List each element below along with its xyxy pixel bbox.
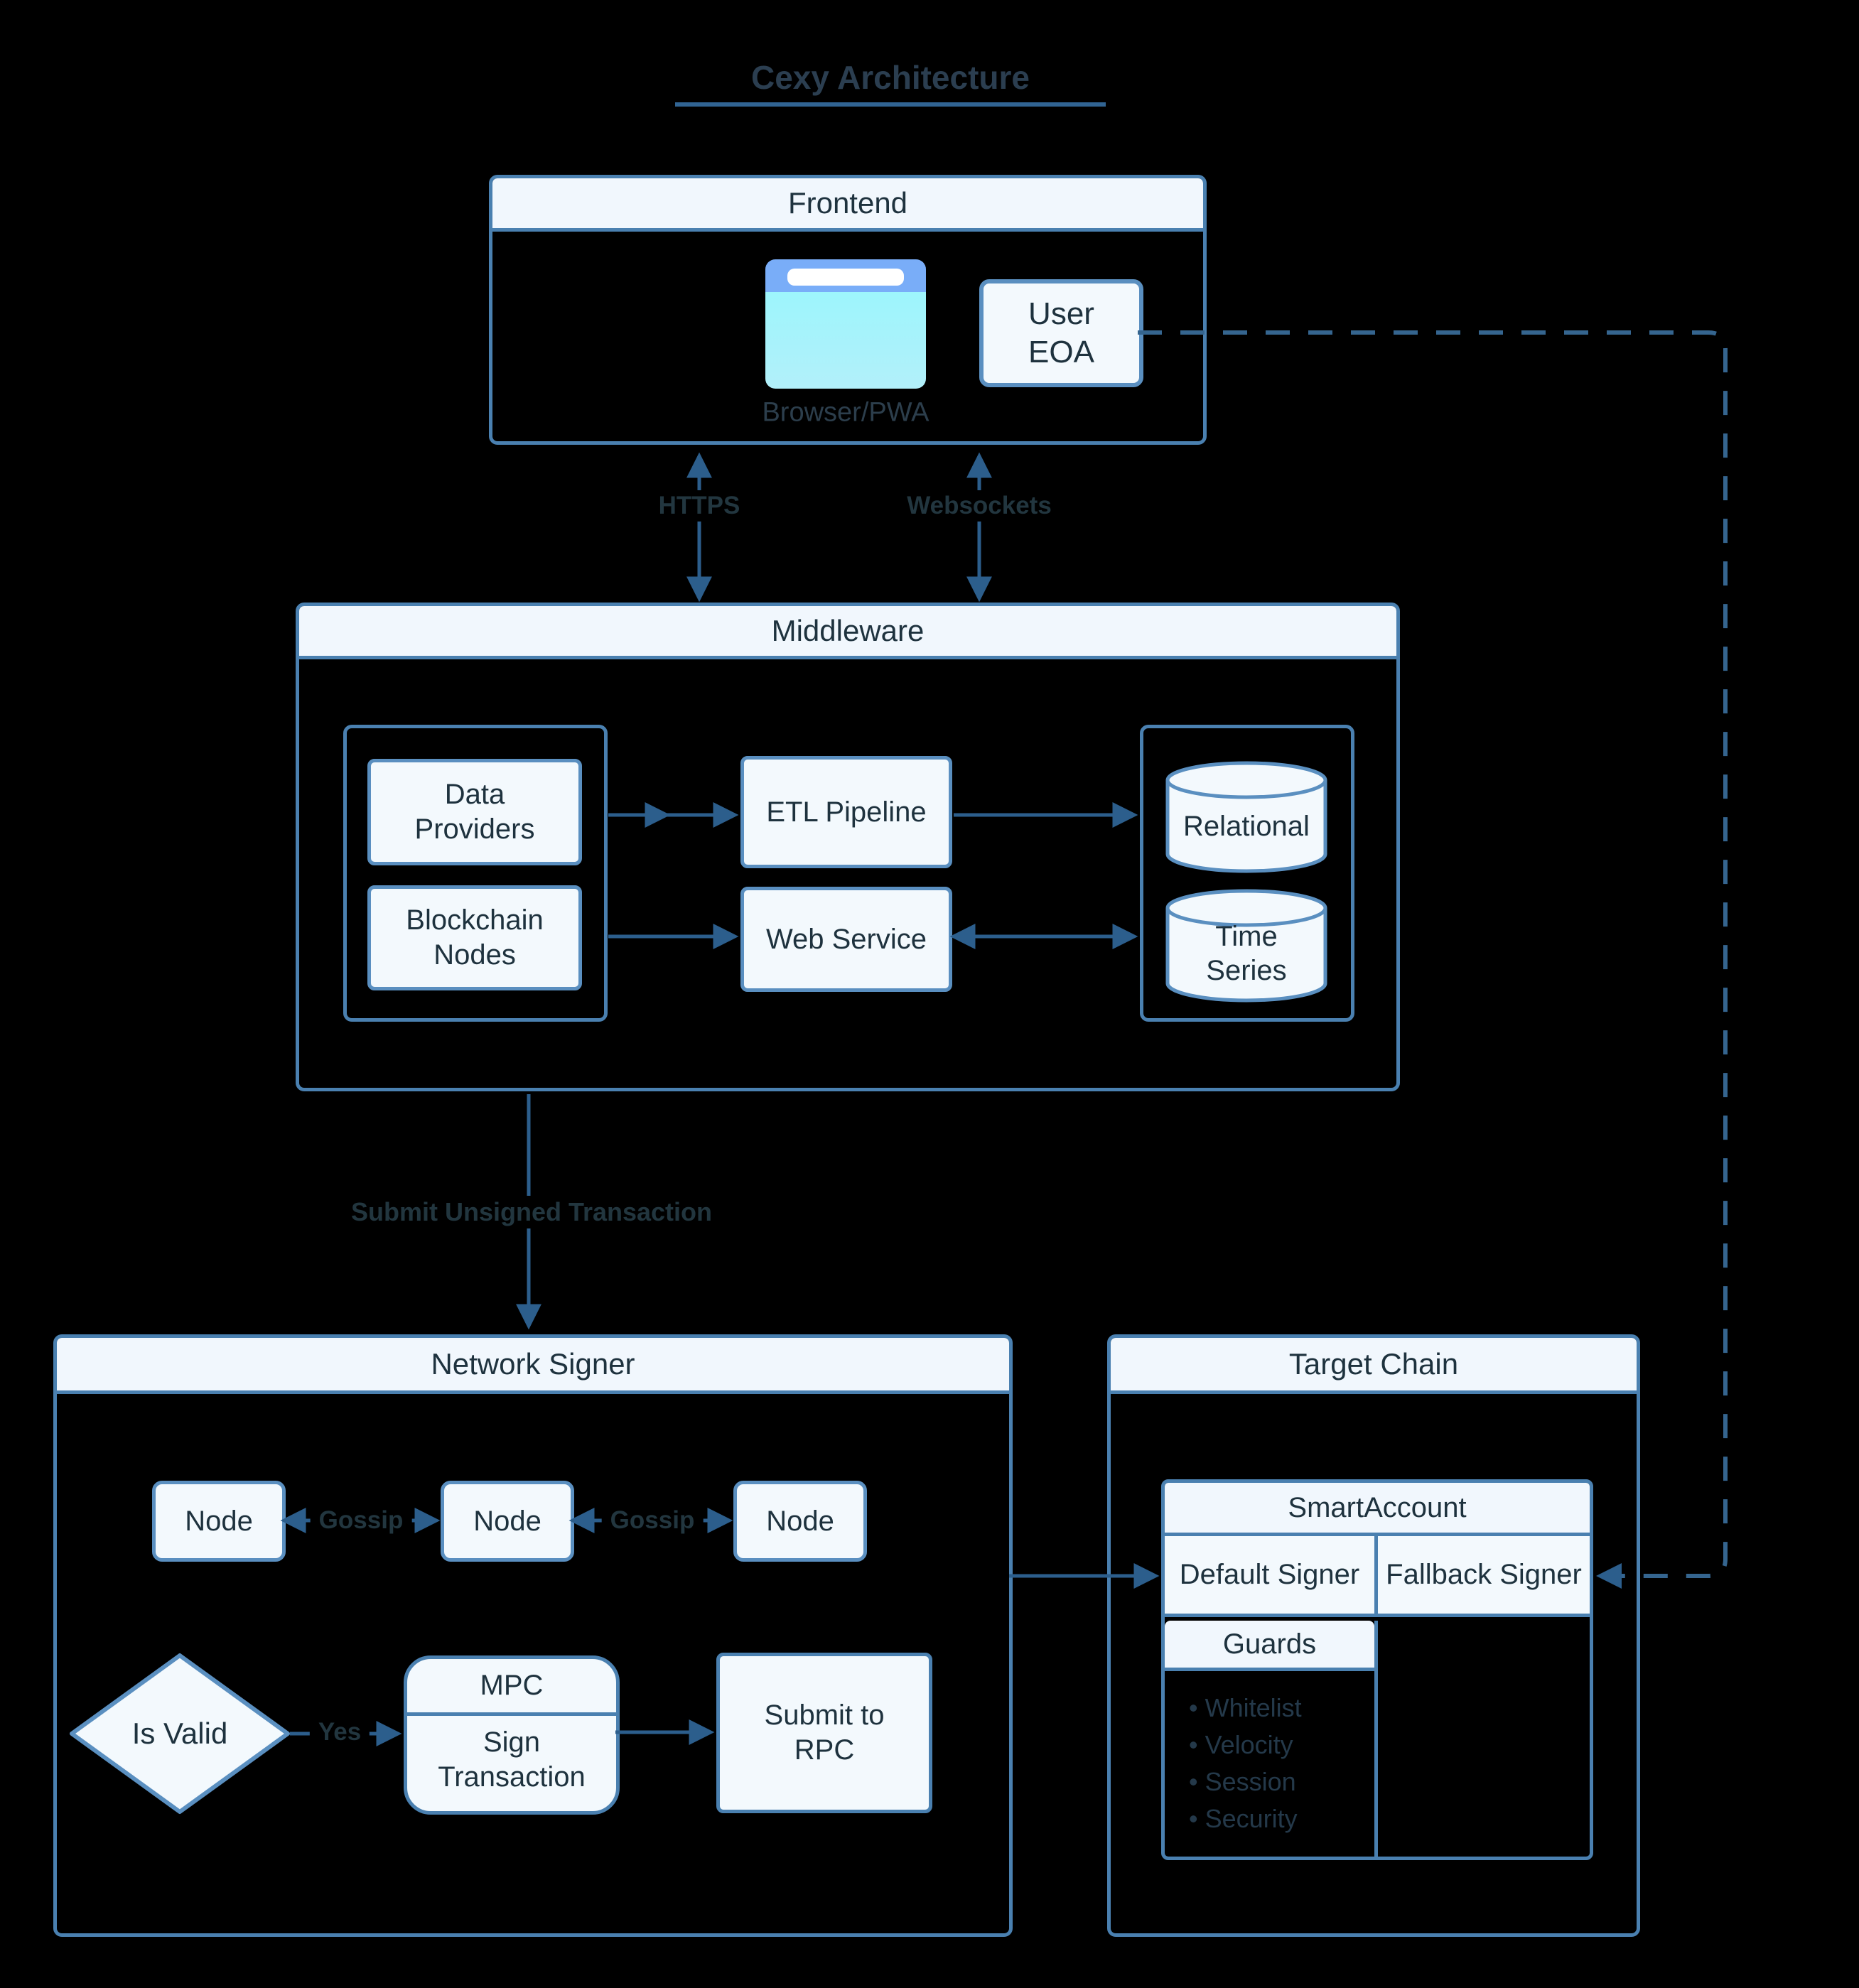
etl-pipeline-node: ETL Pipeline xyxy=(740,756,952,868)
default-signer-cell: Default Signer xyxy=(1165,1536,1378,1614)
smart-account-box: SmartAccount Default Signer Fallback Sig… xyxy=(1161,1479,1593,1860)
data-providers-node: Data Providers xyxy=(367,759,582,865)
guards-list: Whitelist Velocity Session Security xyxy=(1165,1671,1374,1837)
time-series-label: Time Series xyxy=(1206,921,1287,986)
blockchain-nodes-label: Blockchain Nodes xyxy=(406,904,544,971)
smart-account-header: SmartAccount xyxy=(1165,1483,1590,1536)
is-valid-diamond xyxy=(70,1653,290,1814)
submit-to-rpc-label: Submit to RPC xyxy=(764,1700,885,1766)
signer-node-3: Node xyxy=(733,1481,867,1562)
guard-item: Velocity xyxy=(1189,1727,1374,1763)
websockets-label: Websockets xyxy=(898,490,1060,522)
mpc-node: MPC Sign Transaction xyxy=(404,1655,620,1815)
signer-row: Default Signer Fallback Signer xyxy=(1165,1536,1590,1617)
user-eoa-node: User EOA xyxy=(979,279,1143,387)
mpc-title: MPC xyxy=(480,1670,544,1702)
fallback-signer-cell: Fallback Signer xyxy=(1378,1536,1590,1614)
guard-item: Security xyxy=(1189,1800,1374,1837)
guards-header: Guards xyxy=(1165,1621,1374,1671)
page-title: Cexy Architecture xyxy=(750,59,1030,96)
browser-icon-body xyxy=(765,292,926,389)
browser-icon-titlebar xyxy=(765,259,926,292)
middleware-header: Middleware xyxy=(299,606,1396,659)
yes-label: Yes xyxy=(309,1717,370,1748)
is-valid-label: Is Valid xyxy=(131,1717,228,1750)
sign-transaction-label: Sign Transaction xyxy=(438,1727,586,1793)
https-label: HTTPS xyxy=(650,490,749,522)
blockchain-nodes-node: Blockchain Nodes xyxy=(367,885,582,990)
signer-node-1: Node xyxy=(152,1481,286,1562)
user-eoa-label: User EOA xyxy=(1028,296,1094,369)
submit-unsigned-label: Submit Unsigned Transaction xyxy=(342,1196,721,1228)
browser-icon-addressbar xyxy=(787,269,904,286)
guards-cell: Guards Whitelist Velocity Session Securi… xyxy=(1165,1621,1378,1857)
web-service-node: Web Service xyxy=(740,887,952,992)
guard-item: Whitelist xyxy=(1189,1690,1374,1727)
browser-icon xyxy=(765,259,926,389)
title-underline xyxy=(675,102,1106,107)
network-signer-header: Network Signer xyxy=(57,1338,1009,1394)
mpc-divider xyxy=(407,1712,616,1716)
submit-to-rpc-node: Submit to RPC xyxy=(716,1653,932,1813)
frontend-header: Frontend xyxy=(492,178,1203,232)
guard-item: Session xyxy=(1189,1763,1374,1800)
data-providers-label: Data Providers xyxy=(414,779,535,845)
gossip-right-label: Gossip xyxy=(601,1505,704,1536)
network-signer-box: Network Signer xyxy=(53,1334,1013,1937)
relational-label: Relational xyxy=(1183,811,1310,842)
browser-caption: Browser/PWA xyxy=(762,397,930,428)
gossip-left-label: Gossip xyxy=(310,1505,412,1536)
sources-group xyxy=(343,725,608,1022)
target-chain-header: Target Chain xyxy=(1111,1338,1637,1394)
frontend-box: Frontend xyxy=(489,175,1207,445)
signer-node-2: Node xyxy=(441,1481,574,1562)
